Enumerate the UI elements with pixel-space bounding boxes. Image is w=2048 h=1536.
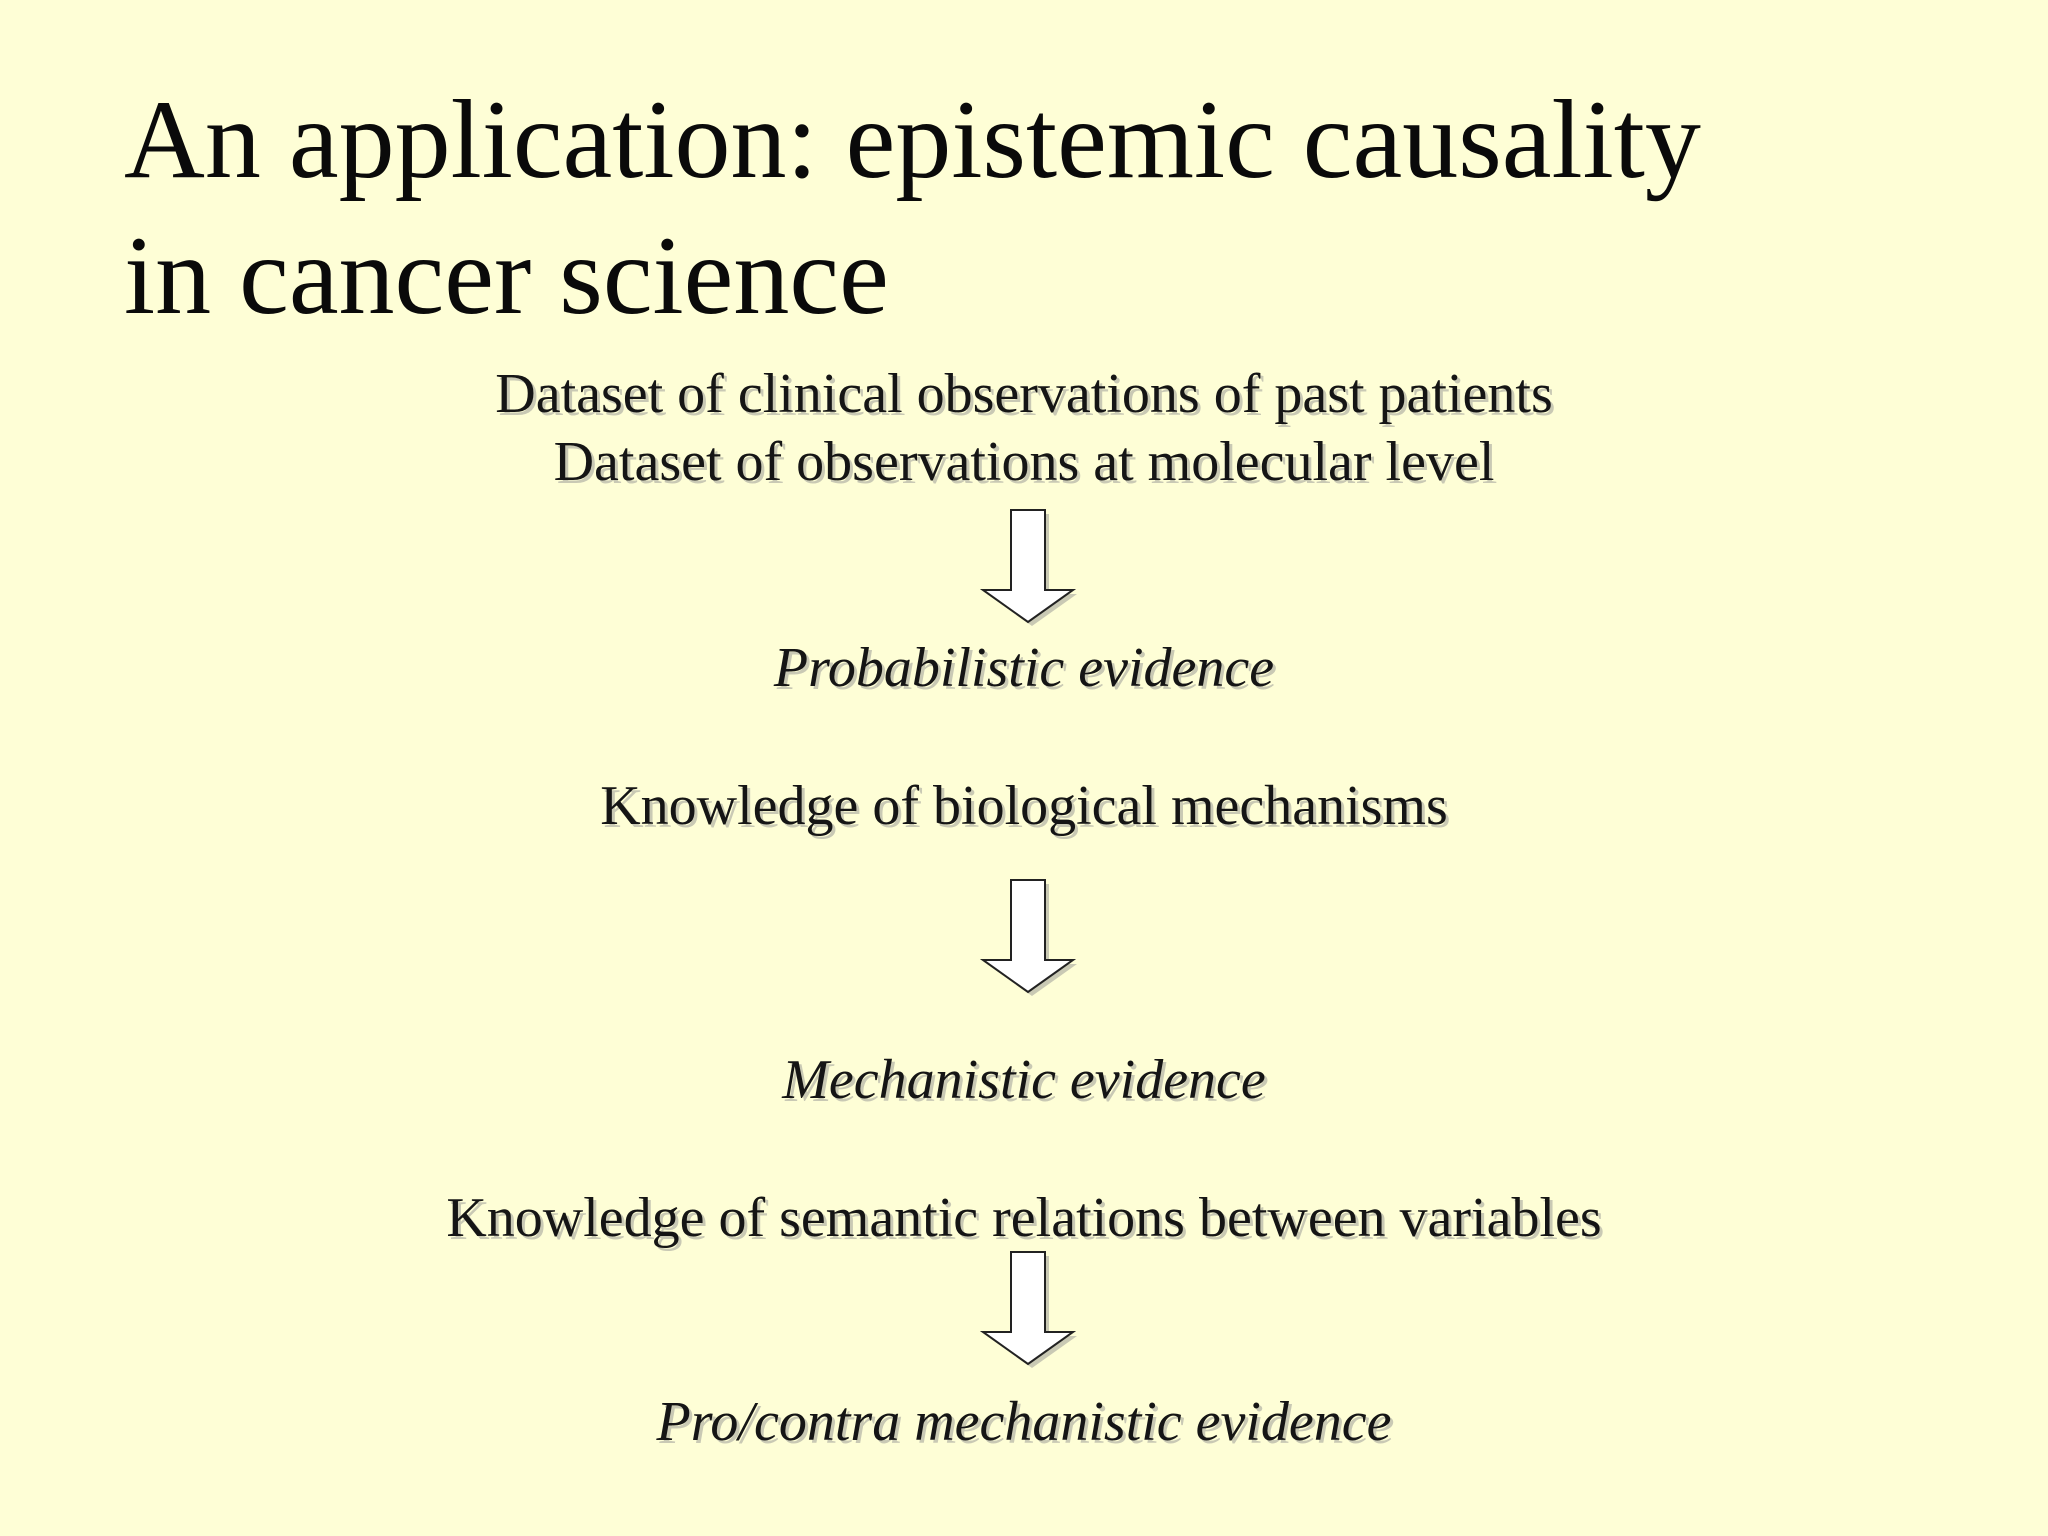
down-arrow-icon [979, 509, 1077, 626]
semantic-relations-text: Knowledge of semantic relations between … [446, 1187, 1602, 1249]
title-line-2: in cancer science [124, 214, 889, 338]
probabilistic-evidence-text: Probabilistic evidence [773, 637, 1275, 699]
down-arrow-icon [979, 1251, 1077, 1368]
mechanistic-evidence-text: Mechanistic evidence [782, 1049, 1266, 1111]
title-line-1: An application: epistemic causality [124, 78, 1701, 202]
molecular-dataset-text: Dataset of observations at molecular lev… [553, 431, 1495, 493]
clinical-dataset-text: Dataset of clinical observations of past… [495, 363, 1553, 425]
down-arrow-icon [979, 879, 1077, 996]
slide-title: An application: epistemic causality in c… [124, 72, 1984, 344]
pro-contra-evidence-text: Pro/contra mechanistic evidence [656, 1391, 1392, 1453]
biological-mechanisms-text: Knowledge of biological mechanisms [600, 775, 1448, 837]
